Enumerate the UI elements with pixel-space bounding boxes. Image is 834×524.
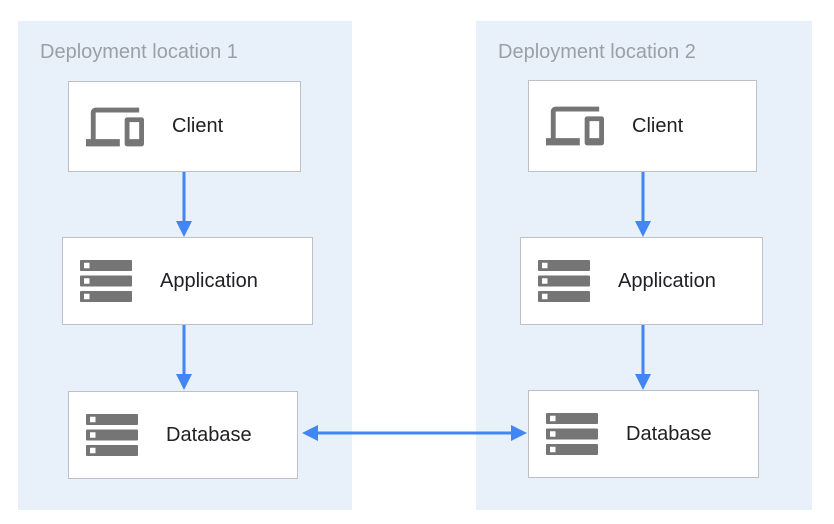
server-stack-icon: [86, 414, 138, 456]
node-application-1: Application: [62, 237, 313, 325]
node-application-2: Application: [520, 237, 763, 325]
node-database-1: Database: [68, 391, 298, 479]
deployment-location-2-panel: Deployment location 2 Client: [476, 21, 812, 510]
node-label: Application: [160, 269, 258, 292]
devices-icon: [546, 97, 604, 155]
node-client-2: Client: [528, 80, 757, 172]
panel-2-title: Deployment location 2: [498, 41, 696, 63]
node-label: Application: [618, 269, 716, 292]
server-stack-icon: [80, 260, 132, 302]
node-label: Client: [172, 115, 224, 137]
node-label: Database: [626, 422, 712, 445]
node-client-1: Client: [68, 81, 301, 172]
server-stack-icon: [538, 260, 590, 302]
node-database-2: Database: [528, 390, 759, 478]
server-stack-icon: [546, 413, 598, 455]
node-label: Database: [166, 423, 252, 446]
devices-icon: [86, 98, 144, 156]
deployment-location-1-panel: Deployment location 1 Client: [18, 21, 352, 510]
node-label: Client: [632, 114, 684, 137]
panel-1-title: Deployment location 1: [40, 41, 238, 63]
